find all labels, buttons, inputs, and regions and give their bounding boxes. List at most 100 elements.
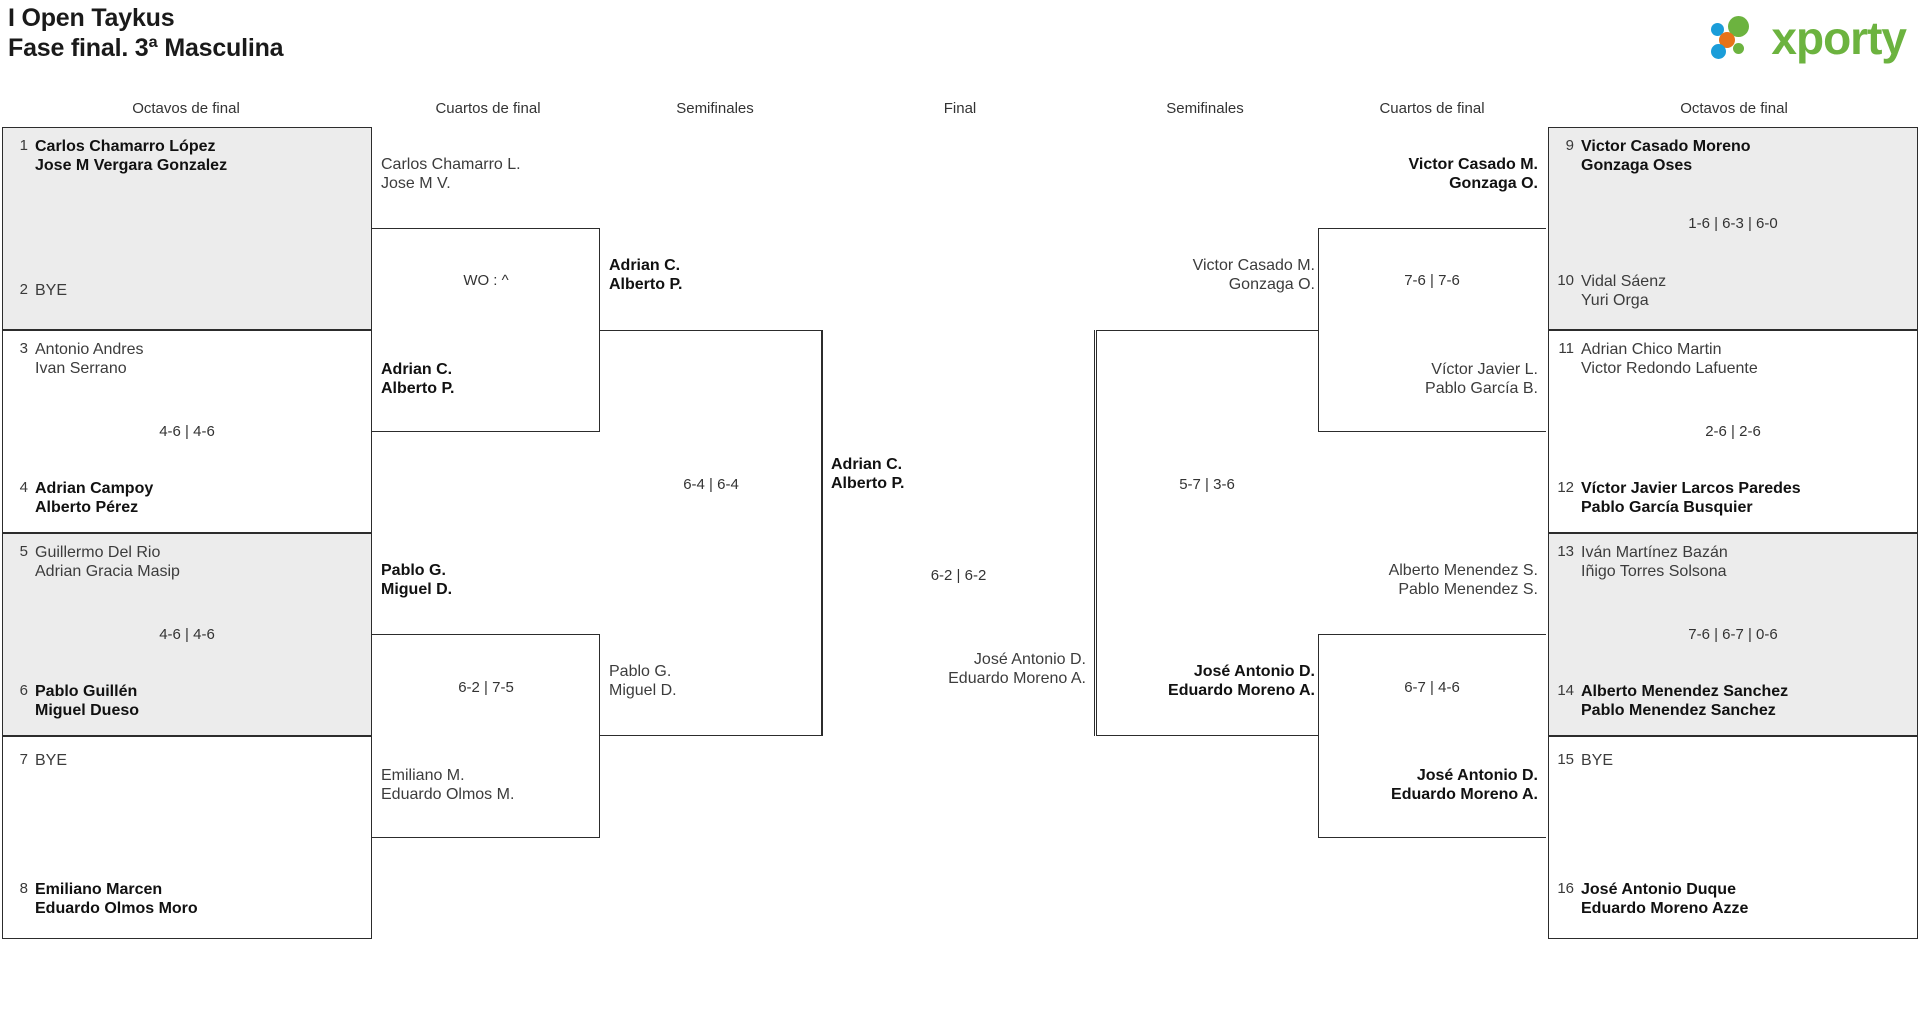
right-r16-slot-16[interactable]: 16 José Antonio Duque Eduardo Moreno Azz… (1552, 880, 1914, 918)
player-1: Carlos Chamarro L. (381, 156, 521, 173)
player-2: Alberto Pérez (35, 499, 139, 516)
left-qf-match-1[interactable] (372, 228, 600, 432)
left-sf-match-1[interactable] (600, 330, 822, 736)
right-r16-slot-14[interactable]: 14 Alberto Menendez Sanchez Pablo Menend… (1552, 682, 1914, 720)
player-1: Victor Casado M. (1408, 156, 1538, 173)
left-sf-slot-1[interactable]: Adrian C. Alberto P. (609, 256, 819, 294)
left-qf-match-2[interactable] (372, 634, 600, 838)
player-1: Adrian Chico Martin (1581, 341, 1722, 358)
left-r16-match-4[interactable] (2, 736, 372, 939)
player-1: BYE (1581, 752, 1614, 769)
left-r16-match-1[interactable] (2, 127, 372, 330)
player-2: Victor Redondo Lafuente (1581, 360, 1758, 377)
logo-dots-icon (1711, 13, 1767, 63)
right-qf-score-2: 6-7 | 4-6 (1404, 679, 1460, 696)
right-r16-slot-10[interactable]: 10 Vidal Sáenz Yuri Orga (1552, 272, 1914, 310)
seed-number: 5 (19, 543, 28, 560)
player-1: Alberto Menendez Sanchez (1581, 683, 1789, 700)
right-r16-slot-12[interactable]: 12 Víctor Javier Larcos Paredes Pablo Ga… (1552, 479, 1914, 517)
right-qf-slot-2[interactable]: Víctor Javier L. Pablo García B. (1323, 360, 1538, 398)
right-r16-slot-15[interactable]: 15 BYE (1552, 751, 1914, 770)
player-1: Alberto Menendez S. (1388, 562, 1538, 579)
player-2: Gonzaga O. (1228, 276, 1315, 293)
player-2: Jose M V. (381, 175, 451, 192)
player-2: Pablo García Busquier (1581, 499, 1753, 516)
player-1: Adrian C. (609, 257, 681, 274)
team-names: BYE (28, 751, 67, 770)
player-2: Eduardo Moreno Azze (1581, 900, 1749, 917)
left-r16-slot-3[interactable]: 3 Antonio Andres Ivan Serrano (6, 340, 368, 378)
player-2: Adrian Gracia Masip (35, 563, 180, 580)
right-r16-score-1: 1-6 | 6-3 | 6-0 (1688, 215, 1778, 232)
player-1: Pablo G. (381, 562, 446, 579)
team-names: BYE (28, 281, 67, 300)
seed-number: 1 (19, 137, 28, 154)
seed-number: 8 (19, 880, 28, 897)
round-header-semifinales-left: Semifinales (676, 100, 754, 117)
seed-number: 10 (1557, 272, 1574, 289)
right-r16-match-1[interactable] (1548, 127, 1918, 330)
seed-number: 11 (1558, 340, 1574, 357)
team-names: Alberto Menendez Sanchez Pablo Menendez … (1574, 682, 1788, 720)
player-1: Emiliano Marcen (35, 881, 163, 898)
seed-number: 12 (1557, 479, 1574, 496)
right-qf-slot-1[interactable]: Victor Casado M. Gonzaga O. (1323, 155, 1538, 193)
left-qf-slot-2[interactable]: Adrian C. Alberto P. (381, 360, 596, 398)
right-r16-match-2[interactable] (1548, 330, 1918, 533)
player-2: Miguel D. (381, 581, 453, 598)
player-1: Iván Martínez Bazán (1581, 544, 1728, 561)
player-1: Adrian Campoy (35, 480, 154, 497)
round-header-octavos-left: Octavos de final (132, 100, 240, 117)
left-r16-match-3[interactable] (2, 533, 372, 736)
left-r16-slot-6[interactable]: 6 Pablo Guillén Miguel Dueso (6, 682, 368, 720)
left-r16-slot-5[interactable]: 5 Guillermo Del Rio Adrian Gracia Masip (6, 543, 368, 581)
left-r16-score-3: 4-6 | 4-6 (159, 626, 215, 643)
left-r16-score-2: 4-6 | 4-6 (159, 423, 215, 440)
player-2: Eduardo Olmos M. (381, 786, 515, 803)
player-1: Pablo Guillén (35, 683, 138, 700)
left-sf-slot-2[interactable]: Pablo G. Miguel D. (609, 662, 819, 700)
player-1: Adrian C. (831, 456, 903, 473)
player-1: BYE (35, 282, 68, 299)
right-sf-match-1[interactable] (1096, 330, 1318, 736)
right-r16-slot-11[interactable]: 11 Adrian Chico Martin Victor Redondo La… (1552, 340, 1914, 378)
left-qf-slot-1[interactable]: Carlos Chamarro L. Jose M V. (381, 155, 596, 193)
team-names: Carlos Chamarro López Jose M Vergara Gon… (28, 137, 227, 175)
right-qf-match-1[interactable] (1318, 228, 1546, 432)
right-sf-slot-1[interactable]: Victor Casado M. Gonzaga O. (1105, 256, 1315, 294)
right-r16-slot-13[interactable]: 13 Iván Martínez Bazán Iñigo Torres Sols… (1552, 543, 1914, 581)
player-1: Guillermo Del Rio (35, 544, 161, 561)
player-2: Pablo Menendez Sanchez (1581, 702, 1776, 719)
round-header-octavos-right: Octavos de final (1680, 100, 1788, 117)
left-r16-slot-2[interactable]: 2 BYE (6, 281, 368, 300)
final-slot-top[interactable]: Adrian C. Alberto P. (831, 455, 1031, 493)
page-title: I Open Taykus Fase final. 3ª Masculina (8, 3, 284, 63)
left-qf-slot-3[interactable]: Pablo G. Miguel D. (381, 561, 596, 599)
player-1: José Antonio D. (973, 651, 1086, 668)
left-qf-slot-4[interactable]: Emiliano M. Eduardo Olmos M. (381, 766, 596, 804)
player-2: Pablo Menendez S. (1398, 581, 1538, 598)
right-r16-slot-9[interactable]: 9 Victor Casado Moreno Gonzaga Oses (1552, 137, 1914, 175)
player-1: Vidal Sáenz (1581, 273, 1667, 290)
left-qf-score-1: WO : ^ (463, 272, 509, 289)
right-qf-match-2[interactable] (1318, 634, 1546, 838)
team-names: Vidal Sáenz Yuri Orga (1574, 272, 1666, 310)
player-2: Gonzaga O. (1449, 175, 1538, 192)
right-qf-slot-4[interactable]: José Antonio D. Eduardo Moreno A. (1323, 766, 1538, 804)
right-qf-slot-3[interactable]: Alberto Menendez S. Pablo Menendez S. (1323, 561, 1538, 599)
seed-number: 3 (19, 340, 28, 357)
round-header-semifinales-right: Semifinales (1166, 100, 1244, 117)
right-r16-match-4[interactable] (1548, 736, 1918, 939)
team-names: Adrian Campoy Alberto Pérez (28, 479, 153, 517)
team-names: Víctor Javier Larcos Paredes Pablo Garcí… (1574, 479, 1801, 517)
left-r16-slot-1[interactable]: 1 Carlos Chamarro López Jose M Vergara G… (6, 137, 368, 175)
right-sf-slot-2[interactable]: José Antonio D. Eduardo Moreno A. (1105, 662, 1315, 700)
left-r16-slot-8[interactable]: 8 Emiliano Marcen Eduardo Olmos Moro (6, 880, 368, 918)
final-slot-bottom[interactable]: José Antonio D. Eduardo Moreno A. (866, 650, 1086, 688)
right-r16-match-3[interactable] (1548, 533, 1918, 736)
final-divider-left (822, 330, 823, 736)
left-r16-slot-4[interactable]: 4 Adrian Campoy Alberto Pérez (6, 479, 368, 517)
left-r16-match-2[interactable] (2, 330, 372, 533)
page-header: I Open Taykus Fase final. 3ª Masculina x… (0, 0, 1920, 95)
left-r16-slot-7[interactable]: 7 BYE (6, 751, 368, 770)
